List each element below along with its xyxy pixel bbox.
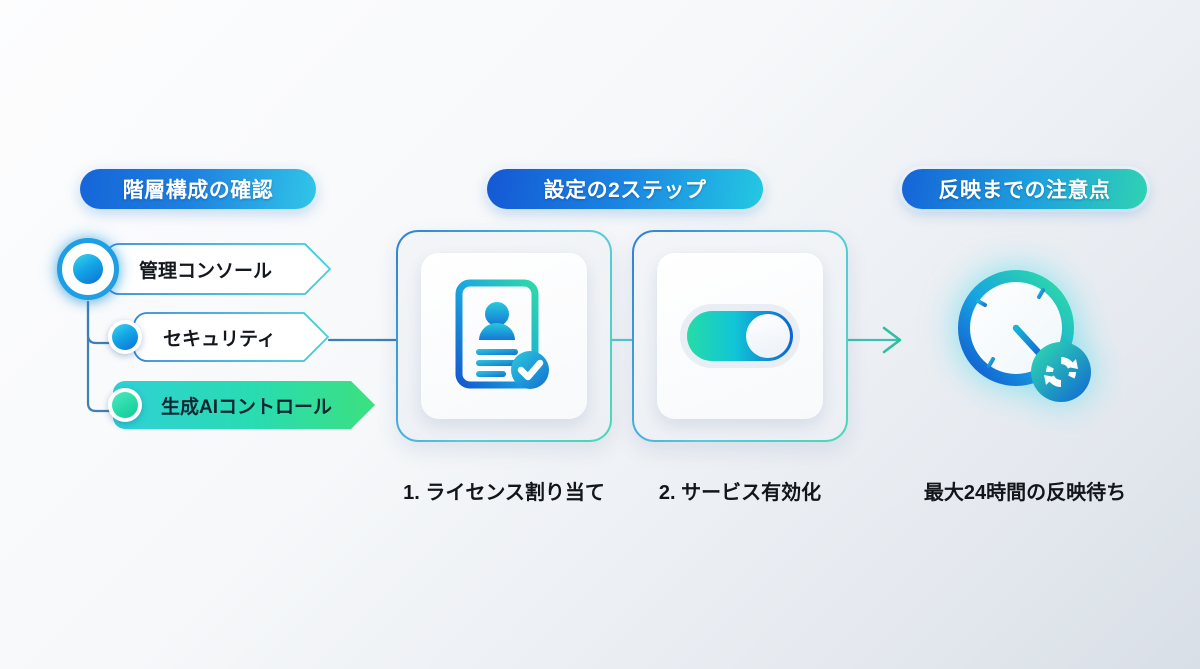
tree-node-dot-inner bbox=[112, 324, 138, 350]
clock-sync-icon bbox=[958, 270, 1091, 402]
step-card-license-assignment[interactable] bbox=[396, 230, 612, 442]
pill-shape bbox=[113, 381, 375, 429]
tree-node-dot-branch[interactable] bbox=[108, 320, 142, 354]
step-card-service-enable[interactable] bbox=[632, 230, 848, 442]
card-surface bbox=[657, 253, 823, 419]
section-badge-hierarchy: 階層構成の確認 bbox=[80, 169, 316, 209]
tree-node-dot-inner bbox=[73, 254, 103, 284]
section-badge-steps: 設定の2ステップ bbox=[487, 169, 763, 209]
step-caption-license: 1. ライセンス割り当て bbox=[403, 482, 605, 504]
section-badge-notes: 反映までの注意点 bbox=[902, 169, 1147, 209]
card-surface bbox=[421, 253, 587, 419]
tree-item-genai-control[interactable]: 生成AIコントロール bbox=[113, 381, 375, 429]
tree-item-label: 生成AIコントロール bbox=[161, 396, 333, 418]
toggle-on-icon[interactable] bbox=[678, 300, 802, 372]
tree-node-dot-root[interactable] bbox=[57, 238, 119, 300]
tree-item-security[interactable]: セキュリティ bbox=[133, 312, 329, 362]
card-inner-background bbox=[634, 232, 846, 440]
id-card-check-icon bbox=[455, 279, 549, 389]
tree-item-label: セキュリティ bbox=[163, 328, 276, 350]
step-caption-service: 2. サービス有効化 bbox=[658, 482, 822, 504]
clock-sync-illustration bbox=[948, 262, 1100, 414]
notes-caption-propagation-delay: 最大24時間の反映待ち bbox=[923, 482, 1127, 504]
tree-item-admin-console[interactable]: 管理コンソール bbox=[105, 243, 331, 295]
tree-node-dot-active[interactable] bbox=[108, 388, 142, 422]
card-inner-background bbox=[398, 232, 610, 440]
tree-item-label: 管理コンソール bbox=[139, 260, 273, 282]
tree-node-dot-inner bbox=[112, 392, 138, 418]
